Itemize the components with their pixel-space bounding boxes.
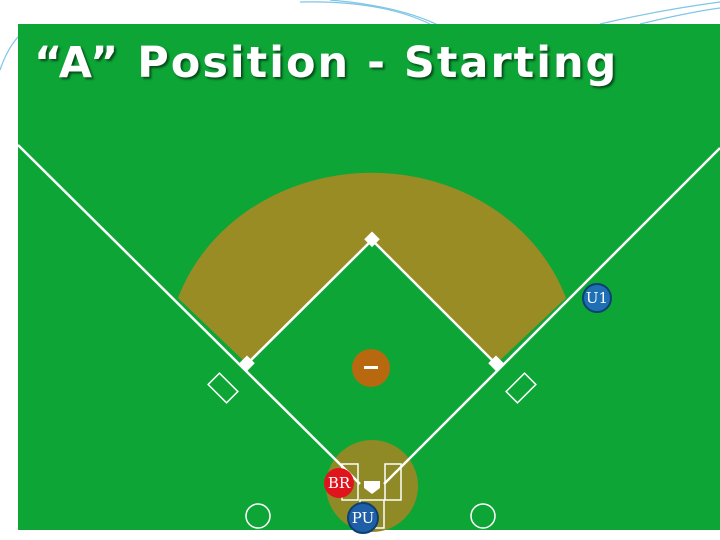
foul-lines bbox=[17, 144, 720, 485]
pitchers-rubber bbox=[364, 366, 378, 369]
home-plate-icon bbox=[364, 481, 380, 494]
marker-u1-label: U1 bbox=[586, 289, 608, 307]
marker-pu: PU bbox=[347, 502, 379, 534]
third-base-coach-box bbox=[207, 372, 239, 404]
marker-br-label: BR bbox=[328, 474, 351, 492]
batters-box-right bbox=[384, 463, 402, 501]
third-base-icon bbox=[239, 355, 255, 372]
slide-title: “A” Position - Starting bbox=[34, 38, 619, 88]
base-paths bbox=[246, 239, 497, 365]
first-base-icon bbox=[488, 355, 504, 372]
on-deck-circle-left bbox=[245, 503, 271, 529]
first-base-coach-box bbox=[505, 372, 537, 404]
marker-u1: U1 bbox=[582, 283, 612, 313]
marker-pu-label: PU bbox=[352, 509, 374, 527]
marker-br: BR bbox=[324, 468, 354, 498]
infield-dirt bbox=[178, 172, 566, 364]
on-deck-circle-right bbox=[470, 503, 496, 529]
header-swoosh-decoration bbox=[0, 0, 720, 71]
second-base-icon bbox=[364, 231, 380, 248]
